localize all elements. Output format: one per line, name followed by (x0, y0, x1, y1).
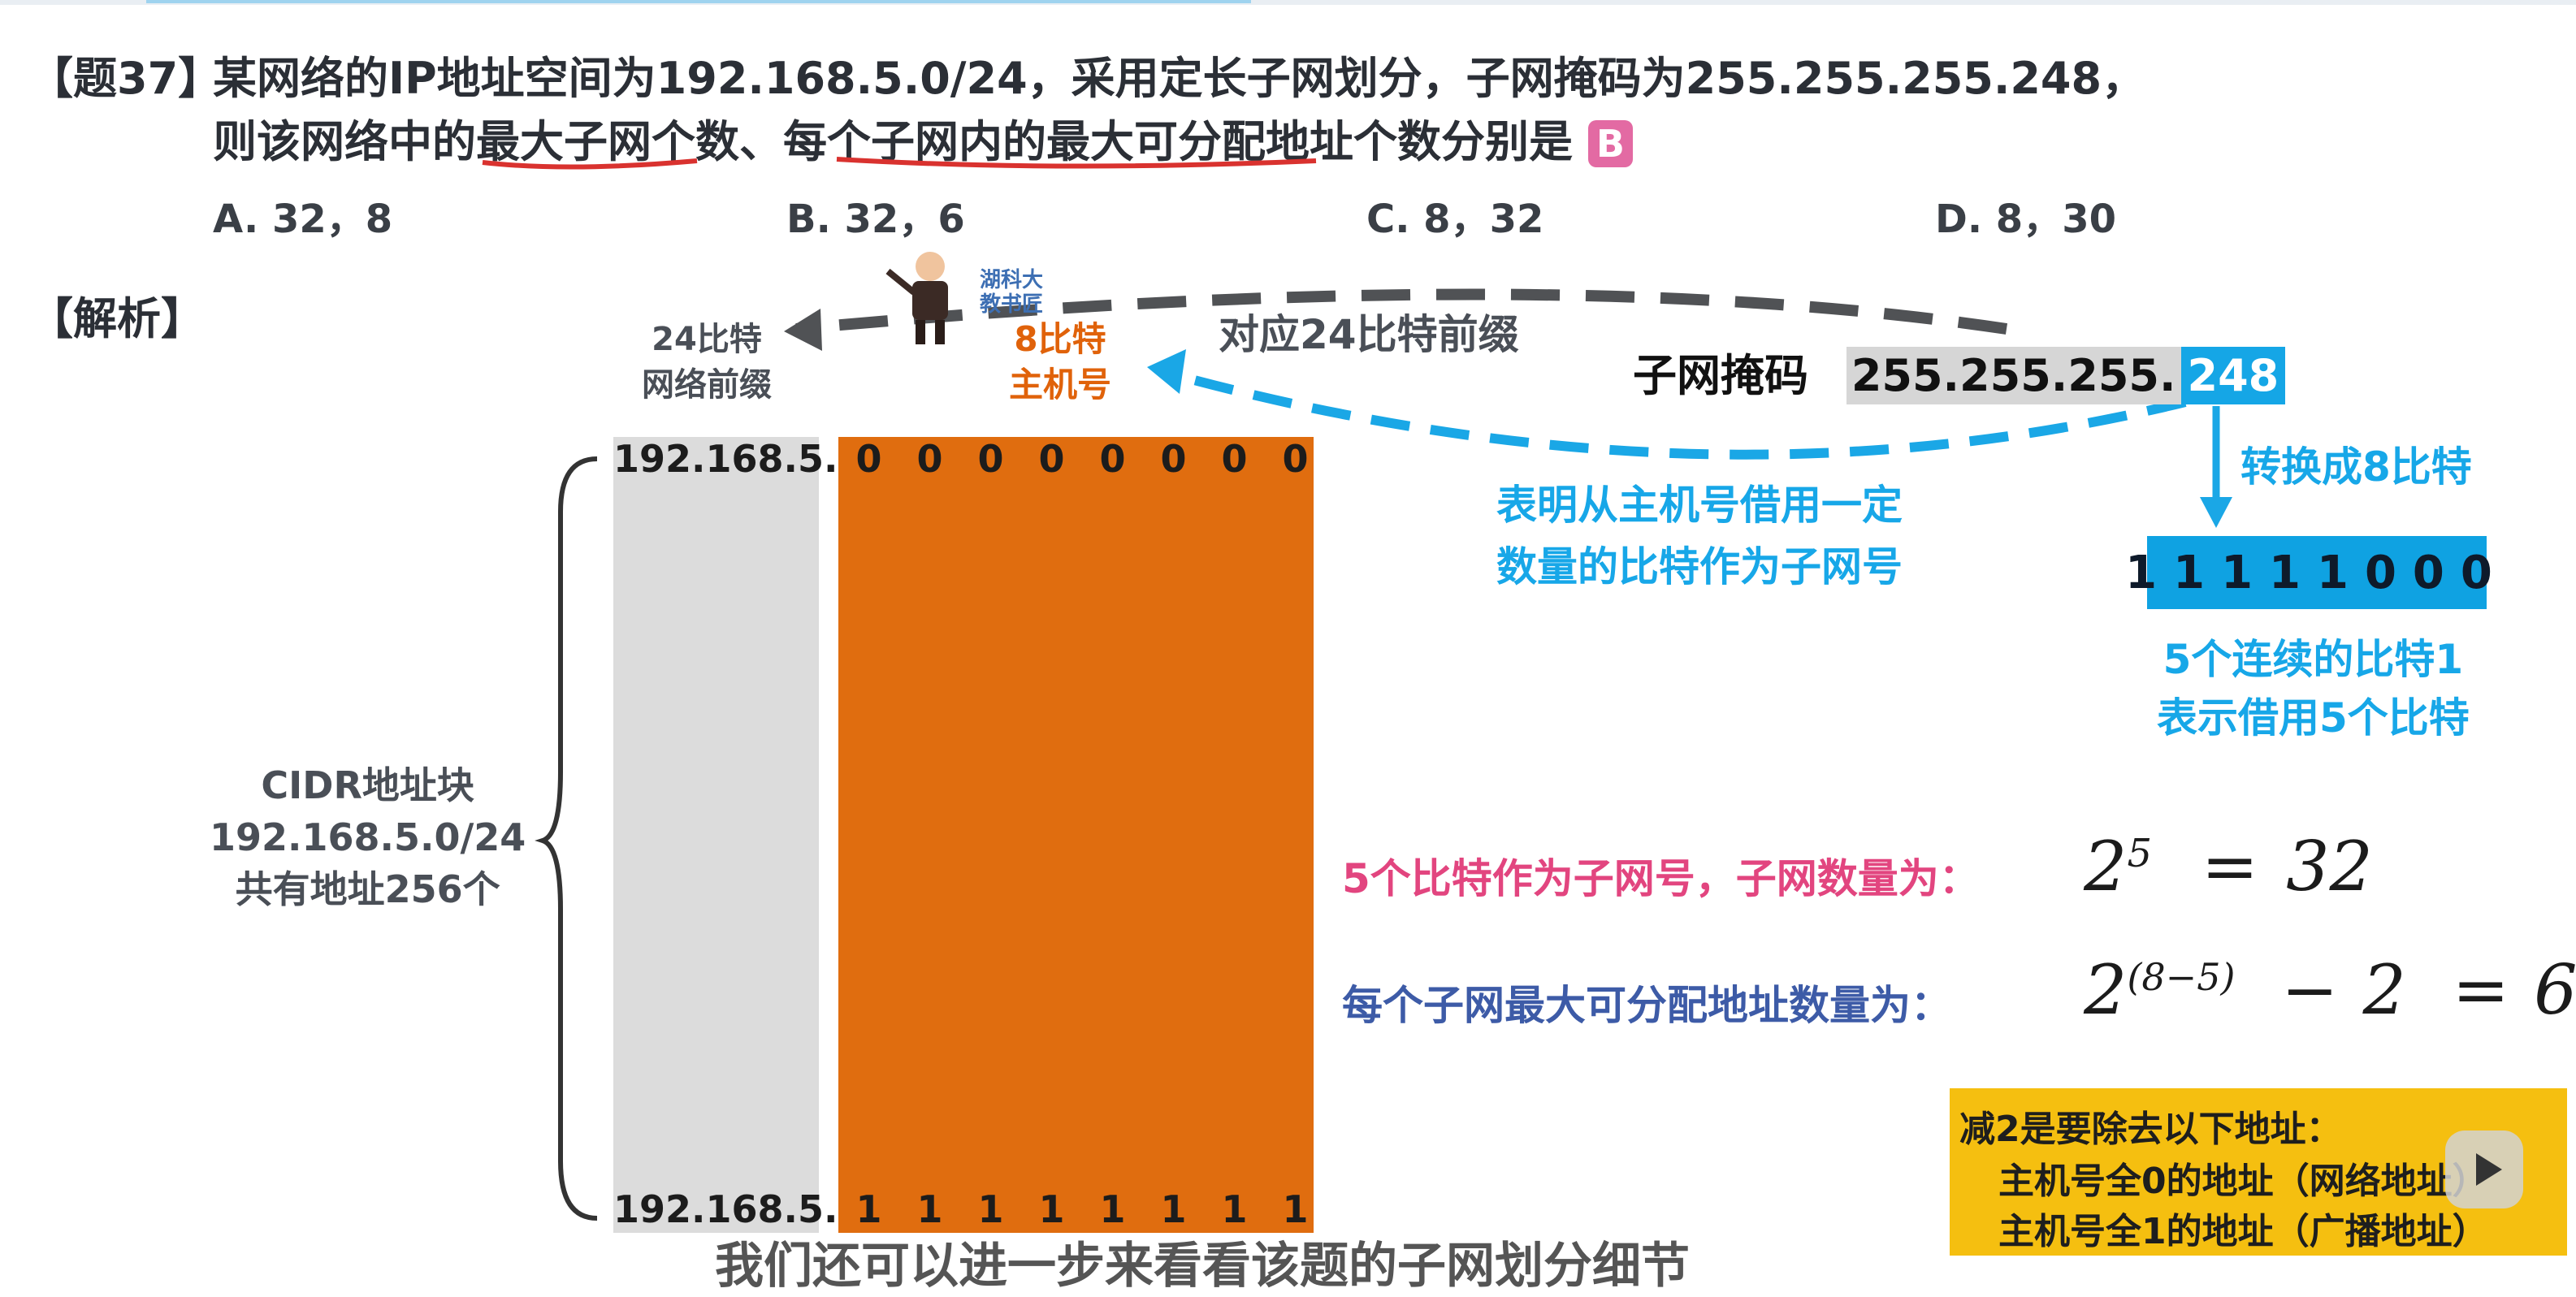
borrow-note-line-2: 表示借用5个比特 (2157, 694, 2470, 741)
bit-top-3: 0 (977, 437, 1004, 481)
top-progress-strip (146, 0, 1251, 3)
question-line-1: 某网络的IP地址空间为192.168.5.0/24，采用定长子网划分，子网掩码为… (213, 53, 2146, 104)
bit-row-top: 0 0 0 0 0 0 0 0 (838, 437, 1326, 481)
cidr-brace (535, 456, 598, 1221)
host-count-text: 每个子网最大可分配地址数量为： (1342, 982, 1951, 1029)
subnet-count-formula: 25 = 32 (2084, 827, 2373, 906)
analysis-label: 【解析】 (29, 293, 205, 344)
host-label: 8比特 主机号 (1009, 317, 1111, 408)
borrow-desc-line-1: 表明从主机号借用一定 (1496, 482, 1903, 529)
row-prefix-bottom: 192.168.5. (613, 1187, 838, 1231)
question-line-2-mid: 、 (739, 116, 783, 167)
video-play-icon[interactable] (2445, 1131, 2523, 1208)
answer-badge: B (1587, 120, 1633, 167)
underline-red-1 (482, 158, 698, 170)
subnet-mask-blue: 248 (2180, 347, 2286, 404)
borrow-note: 5个连续的比特1 表示借用5个比特 (2157, 630, 2470, 747)
network-prefix-column (613, 437, 819, 1233)
row-prefix-top: 192.168.5. (613, 437, 838, 481)
mascot-caption: 湖科大 教书匠 (980, 268, 1043, 317)
bit-row-bottom: 1 1 1 1 1 1 1 1 (838, 1187, 1326, 1231)
bit-top-2: 0 (916, 437, 943, 481)
subnet-mask-label: 子网掩码 (1633, 350, 1808, 401)
bit-top-6: 0 (1160, 437, 1187, 481)
bit-top-7: 0 (1221, 437, 1248, 481)
net-prefix-label: 24比特 网络前缀 (642, 317, 772, 408)
host-result: 6 (2534, 950, 2576, 1030)
arrow-gray-head (784, 309, 822, 351)
bit-bottom-8: 1 (1282, 1187, 1309, 1231)
mascot-figure (881, 244, 971, 349)
borrow-desc: 表明从主机号借用一定 数量的比特作为子网号 (1496, 474, 1903, 598)
subnet-count-text: 5个比特作为子网号，子网数量为： (1342, 855, 1980, 902)
note-item-2: 主机号全1的地址（广播地址） (1998, 1211, 2488, 1252)
bit-bottom-7: 1 (1221, 1187, 1248, 1231)
arrow-blue-dashed (1168, 369, 2187, 460)
bit-top-5: 0 (1099, 437, 1126, 481)
subnet-mask-row: 子网掩码 255.255.255.248 (1633, 339, 2286, 404)
bit-bottom-1: 1 (855, 1187, 882, 1231)
diagram-arrows (535, 288, 2232, 1221)
bit-top-4: 0 (1038, 437, 1065, 481)
subnet-equals: = (2201, 827, 2259, 906)
bit-bottom-2: 1 (916, 1187, 943, 1231)
option-a: A. 32，8 (213, 197, 393, 242)
arrow-top-label: 对应24比特前缀 (1219, 311, 1519, 358)
underline-red-2 (836, 157, 1317, 169)
binary-box: 11111000 (2125, 536, 2492, 609)
borrow-note-line-1: 5个连续的比特1 (2163, 636, 2464, 683)
cidr-label-line-1: CIDR地址块 (261, 763, 474, 807)
bit-bottom-4: 1 (1038, 1187, 1065, 1231)
mascot-caption-line-2: 教书匠 (980, 292, 1044, 317)
mascot-caption-line-1: 湖科大 (980, 268, 1044, 292)
bit-top-8: 0 (1282, 437, 1309, 481)
bit-top-1: 0 (855, 437, 882, 481)
bit-bottom-5: 1 (1099, 1187, 1126, 1231)
subnet-exponent: 5 (2127, 831, 2152, 876)
underline-marks (482, 157, 1317, 170)
host-count-formula: 2(8−5) −2 =6 (2084, 950, 2576, 1030)
net-prefix-label-line-2: 网络前缀 (642, 366, 772, 404)
note-title: 减2是要除去以下地址： (1959, 1109, 2342, 1150)
video-subtitle: 我们还可以进一步来看看该题的子网划分细节 (715, 1238, 1690, 1295)
arrow-blue-head (1147, 349, 1186, 394)
host-base: 2 (2084, 950, 2128, 1030)
question-line-2-suffix: 地址个数分别是 (1266, 116, 1573, 167)
play-triangle-icon (2476, 1153, 2502, 1186)
cidr-label-line-2: 192.168.5.0/24 (210, 815, 526, 859)
cidr-label: CIDR地址块 192.168.5.0/24 共有地址256个 (210, 759, 526, 915)
subnet-result: 32 (2286, 827, 2373, 906)
host-label-line-1: 8比特 (1014, 319, 1106, 359)
net-prefix-label-line-1: 24比特 (652, 321, 762, 358)
subnet-mask-gray: 255.255.255. (1846, 347, 2181, 404)
arrow-gray-dashed (795, 288, 2008, 335)
note-item-1: 主机号全0的地址（网络地址） (1998, 1161, 2488, 1202)
bit-bottom-6: 1 (1160, 1187, 1187, 1231)
host-equals: = (2452, 950, 2510, 1030)
question-label: 【题37】 (29, 53, 223, 104)
arrow-blue-down-head (2200, 497, 2232, 528)
borrow-desc-line-2: 数量的比特作为子网号 (1496, 543, 1903, 590)
host-minus: − (2281, 950, 2339, 1030)
bit-bottom-3: 1 (977, 1187, 1004, 1231)
option-c: C. 8，32 (1366, 197, 1544, 242)
cidr-label-line-3: 共有地址256个 (235, 867, 500, 911)
convert-label: 转换成8比特 (2240, 443, 2472, 491)
top-border (0, 0, 2576, 5)
option-d: D. 8，30 (1935, 197, 2116, 242)
host-two: 2 (2362, 950, 2406, 1030)
host-label-line-2: 主机号 (1009, 365, 1112, 404)
host-number-column (838, 437, 1314, 1233)
question-line-2-prefix: 则该网络中的 (213, 116, 476, 167)
option-b: B. 32，6 (786, 197, 965, 242)
mascot-icon (885, 252, 948, 344)
host-exponent: (8−5) (2127, 955, 2236, 999)
subnet-base: 2 (2084, 827, 2128, 906)
